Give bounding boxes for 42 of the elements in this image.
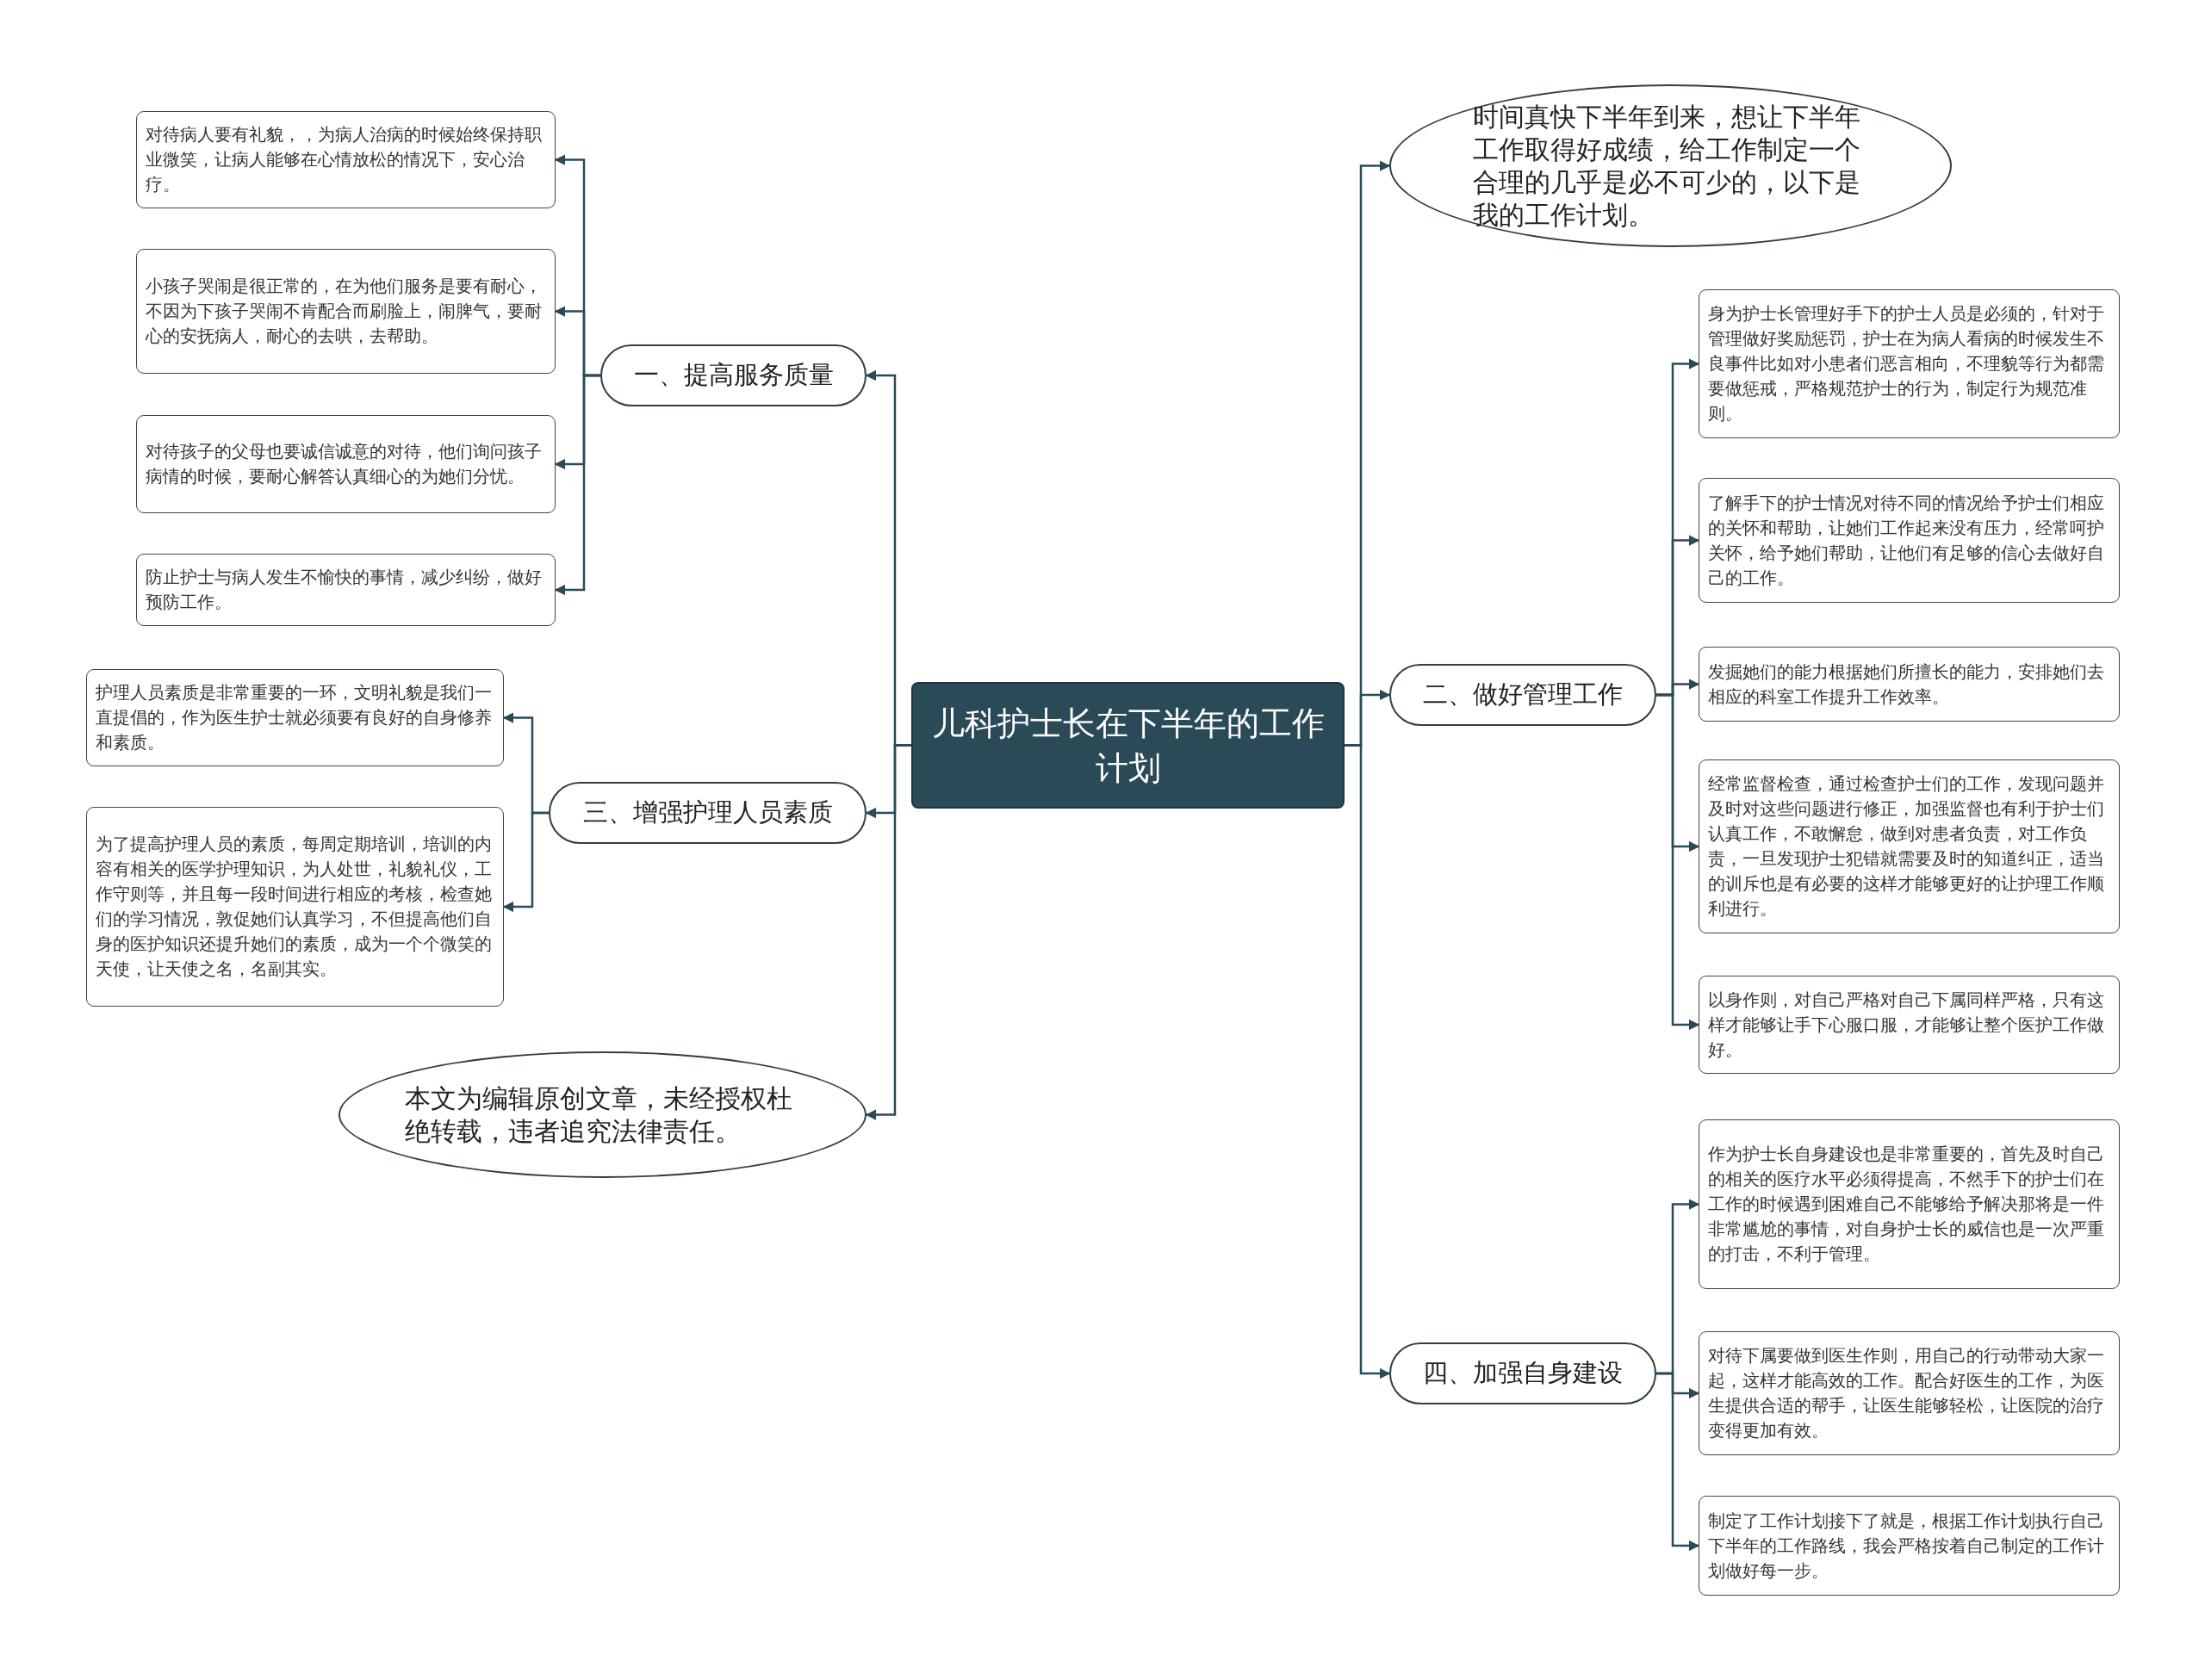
detail-box — [136, 554, 556, 626]
central-topic-box — [911, 682, 1345, 809]
detail-box — [1699, 647, 2120, 722]
detail-box — [1699, 976, 2120, 1074]
central-topic-text: 儿科护士长在下半年的工作计划 — [930, 703, 1326, 789]
detail-box — [1699, 1496, 2120, 1596]
detail-box — [1699, 1119, 2120, 1289]
detail-box — [1699, 289, 2120, 438]
arrow — [502, 811, 549, 913]
topic-label: 二、做好管理工作 — [1423, 679, 1623, 710]
detail-text: 发掘她们的能力根据她们所擅长的能力，安排她们去相应的科室工作提升工作效率。 — [1708, 660, 2105, 709]
detail-text: 对待孩子的父母也要诚信诚意的对待，他们询问孩子病情的时候，要耐心解答认真细心的为她们分忧。 — [146, 440, 543, 488]
detail-box — [1699, 759, 2120, 933]
detail-text: 以身作则，对自己严格对自己下属同样严格，只有这样才能够让手下心服口服，才能够让整个医护工作做好。 — [1708, 988, 2105, 1062]
arrow — [1656, 1372, 1700, 1552]
note-text: 时间真快下半年到来，想让下半年工作取得好成绩，给工作制定一个合理的几乎是必不可少的，以下是我的工作计划。 — [1472, 100, 1861, 232]
arrow — [865, 744, 911, 1120]
arrow — [554, 374, 600, 596]
topic-label: 四、加强自身建设 — [1423, 1357, 1623, 1389]
detail-box — [86, 669, 504, 766]
detail-box — [1699, 1331, 2120, 1455]
detail-box — [136, 249, 556, 374]
detail-text: 对待下属要做到医生作则，用自己的行动带动大家一起，这样才能高效的工作。配合好医生的工作，为医生提供合适的帮手，让医生能够轻松，让医院的治疗变得更加有效。 — [1708, 1344, 2105, 1442]
topic-label: 三、增强护理人员素质 — [582, 797, 833, 828]
detail-box — [136, 415, 556, 513]
topic-label: 一、提高服务质量 — [633, 359, 834, 391]
detail-box — [1699, 478, 2120, 603]
detail-text: 作为护士长自身建设也是非常重要的，首先及时自己的相关的医疗水平必须得提高，不然手下的护士们在工作的时候遇到困难自己不能够给予解决那将是一件非常尴尬的事情，对自身护士长的威信也是一次严重的打击，不利于管理。 — [1708, 1143, 2105, 1266]
arrow — [1656, 693, 1700, 1031]
detail-text: 经常监督检查，通过检查护士们的工作，发现问题并及时对这些问题进行修正，加强监督也有利于护士们认真工作，不敢懈怠，做到对患者负责，对工作负责，一旦发现护士犯错就需要及时的知道纠正，适当的训斥也是有必要的这样才能够更好的让护理工作顺利进行。 — [1708, 772, 2105, 921]
detail-box — [136, 111, 556, 208]
detail-text: 对待病人要有礼貌，，为病人治病的时候始终保持职业微笑，让病人能够在心情放松的情况下，安心治疗。 — [146, 123, 543, 196]
detail-text: 小孩子哭闹是很正常的，在为他们服务是要有耐心，不因为下孩子哭闹不肯配合而刷脸上，闹脾气，要耐心的安抚病人，耐心的去哄，去帮助。 — [146, 275, 543, 348]
detail-text: 身为护士长管理好手下的护士人员是必须的，针对于管理做好奖励惩罚，护士在为病人看病的时候发生不良事件比如对小患者们恶言相向，不理貌等行为都需要做惩戒，严格规范护士的行为，制定行为规范准则。 — [1708, 302, 2105, 425]
arrow — [1345, 744, 1391, 1379]
detail-box — [86, 807, 504, 1007]
note-text: 本文为编辑原创文章，未经授权杜绝转载，违者追究法律责任。 — [404, 1082, 793, 1148]
detail-text: 为了提高护理人员的素质，每周定期培训，培训的内容有相关的医学护理知识，为人处世，礼貌礼仪，工作守则等，并且每一段时间进行相应的考核，检查她们的学习情况，敦促她们认真学习，不但提高他们自身的医护知识还提升她们的素质，成为一个个微笑的天使，让天使之名，名副其实。 — [96, 833, 493, 981]
detail-text: 了解手下的护士情况对待不同的情况给予护士们相应的关怀和帮助，让她们工作起来没有压力，经常呵护关怀，给予她们帮助，让他们有足够的信心去做好自己的工作。 — [1708, 491, 2105, 590]
detail-text: 防止护士与病人发生不愉快的事情，减少纠纷，做好预防工作。 — [146, 566, 543, 614]
detail-text: 制定了工作计划接下了就是，根据工作计划执行自己下半年的工作路线，我会严格按着自己制定的工作计划做好每一步。 — [1708, 1509, 2105, 1583]
detail-text: 护理人员素质是非常重要的一环，文明礼貌是我们一直提倡的，作为医生护士就必须要有良好的自身修养和素质。 — [96, 681, 493, 754]
